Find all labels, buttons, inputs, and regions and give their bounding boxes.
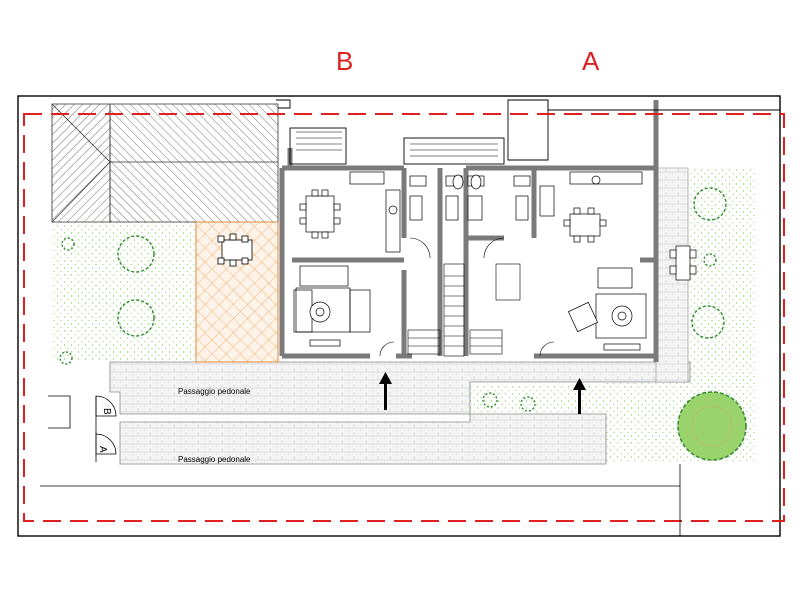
kitchen-b xyxy=(349,171,401,253)
gate-structure xyxy=(48,395,117,462)
gate-label-a: A xyxy=(97,446,108,453)
terrace-table-icon xyxy=(217,233,253,267)
property-boundary xyxy=(23,113,785,522)
walkway-lower xyxy=(119,413,607,465)
site-frame xyxy=(17,95,781,537)
armchair-icon xyxy=(567,301,599,333)
unit-label-a: A xyxy=(582,46,600,76)
gate-label-b: B xyxy=(101,408,112,415)
unit-b-walls xyxy=(279,148,443,359)
bathroom-fixtures xyxy=(409,174,531,221)
large-tree-icon xyxy=(677,391,747,461)
upper-structures xyxy=(276,99,780,165)
dining-table-icon xyxy=(299,189,341,239)
doors xyxy=(379,237,555,357)
stairs-icon xyxy=(296,131,498,157)
garden-strip xyxy=(470,386,606,414)
stairwell xyxy=(407,263,521,357)
walkway-upper-label: Passaggio pedonale xyxy=(178,387,251,396)
kitchen-a xyxy=(539,171,643,217)
sofa-a-icon xyxy=(595,267,647,351)
tree-icon xyxy=(59,187,727,412)
unit-label-b: B xyxy=(336,46,354,76)
roof-main xyxy=(109,103,279,223)
dining-table-a-icon xyxy=(563,207,607,243)
unit-a-walls xyxy=(463,100,659,362)
walkway-lower-label: Passaggio pedonale xyxy=(178,455,251,464)
roof xyxy=(51,103,111,223)
sofa-icon xyxy=(293,265,371,347)
garden-left xyxy=(52,222,196,362)
garden-table-icon xyxy=(669,245,697,281)
garden-right xyxy=(688,168,756,382)
entrance-arrow-icon xyxy=(379,372,586,414)
